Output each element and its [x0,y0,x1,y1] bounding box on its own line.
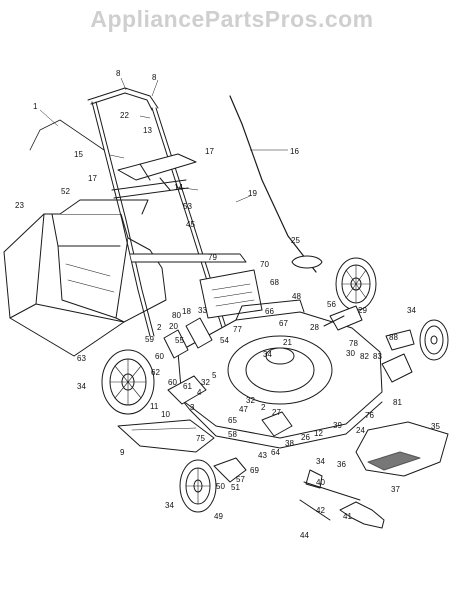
wheel-right-large [335,257,377,311]
callout-50: 50 [216,482,225,491]
callout-29: 29 [358,306,367,315]
callout-67: 67 [279,319,288,328]
callout-80: 80 [172,311,181,320]
callout-54: 54 [220,336,229,345]
callout-55: 55 [175,336,184,345]
callout-57: 57 [236,475,245,484]
callout-53: 53 [183,202,192,211]
callout-30: 30 [346,349,355,358]
grass-bag [3,199,167,357]
callout-8: 8 [116,69,121,78]
blade [339,501,385,529]
callout-15: 15 [74,150,83,159]
site-title-watermark: AppliancePartsPros.com [90,6,374,32]
callout-58: 58 [228,430,237,439]
callout-26: 26 [301,433,310,442]
callout-34b: 34 [263,350,272,359]
callout-44: 44 [300,531,309,540]
callout-60b: 60 [168,378,177,387]
callout-21: 21 [283,338,292,347]
callout-62: 62 [151,368,160,377]
callout-10: 10 [161,410,170,419]
callout-9: 9 [120,448,125,457]
callout-83: 83 [373,352,382,361]
callout-61: 61 [183,382,192,391]
callout-20: 20 [169,322,178,331]
callout-79: 79 [208,253,217,262]
callout-82: 82 [360,352,369,361]
callout-64: 64 [271,448,280,457]
callout-5: 5 [212,371,217,380]
callout-11: 11 [150,402,159,411]
wheel-front-left [179,459,217,513]
callout-14: 14 [174,183,183,192]
callout-22: 22 [120,111,129,120]
callout-13: 13 [143,126,152,135]
callout-39: 39 [333,421,342,430]
callout-17b: 17 [88,174,97,183]
control-cable [229,95,317,273]
callout-63: 63 [77,354,86,363]
callout-51: 51 [231,483,240,492]
callout-2b: 2 [261,403,266,412]
callout-34: 34 [407,306,416,315]
callout-18: 18 [182,307,191,316]
callout-40: 40 [316,478,325,487]
callout-3: 3 [190,403,195,412]
callout-60: 60 [155,352,164,361]
callout-34c: 34 [77,382,86,391]
callout-12: 12 [314,429,323,438]
callout-81: 81 [393,398,402,407]
callout-16: 16 [290,147,299,156]
callout-48: 48 [292,292,301,301]
callout-4: 4 [197,388,202,397]
wheel-front-right [419,319,449,361]
callout-2: 2 [157,323,162,332]
callout-42: 42 [316,506,325,515]
callout-56: 56 [327,300,336,309]
callout-1: 1 [33,102,38,111]
callout-27: 27 [272,408,281,417]
callout-25: 25 [291,236,300,245]
callout-23: 23 [15,201,24,210]
callout-32: 32 [201,378,210,387]
callout-34e: 34 [316,457,325,466]
callout-43: 43 [258,451,267,460]
callout-24: 24 [356,426,365,435]
callout-36: 36 [337,460,346,469]
callout-labels: 1 8 8 22 13 15 17 17 14 53 16 19 45 52 2… [15,69,440,540]
callout-70: 70 [260,260,269,269]
callout-49: 49 [214,512,223,521]
callout-32b: 32 [246,396,255,405]
callout-47: 47 [239,405,248,414]
callout-69: 69 [250,466,259,475]
callout-88: 88 [389,333,398,342]
callout-52: 52 [61,187,70,196]
callout-19: 19 [248,189,257,198]
callout-66: 66 [265,307,274,316]
site-header: AppliancePartsPros.com [0,0,464,40]
wheel-left-large [101,349,155,415]
callout-77: 77 [233,325,242,334]
callout-35: 35 [431,422,440,431]
callout-38: 38 [285,439,294,448]
callout-33: 33 [198,306,207,315]
callout-8b: 8 [152,73,157,82]
callout-78: 78 [349,339,358,348]
leader-lines [39,77,288,203]
handle-assembly [29,87,263,341]
callout-34d: 34 [165,501,174,510]
callout-75: 75 [196,434,205,443]
callout-76: 76 [365,411,374,420]
callout-41: 41 [343,512,352,521]
callout-59: 59 [145,335,154,344]
callout-45: 45 [186,220,195,229]
callout-28: 28 [310,323,319,332]
callout-17: 17 [205,147,214,156]
callout-37: 37 [391,485,400,494]
mower-deck [177,299,383,449]
callout-68: 68 [270,278,279,287]
callout-65: 65 [228,416,237,425]
